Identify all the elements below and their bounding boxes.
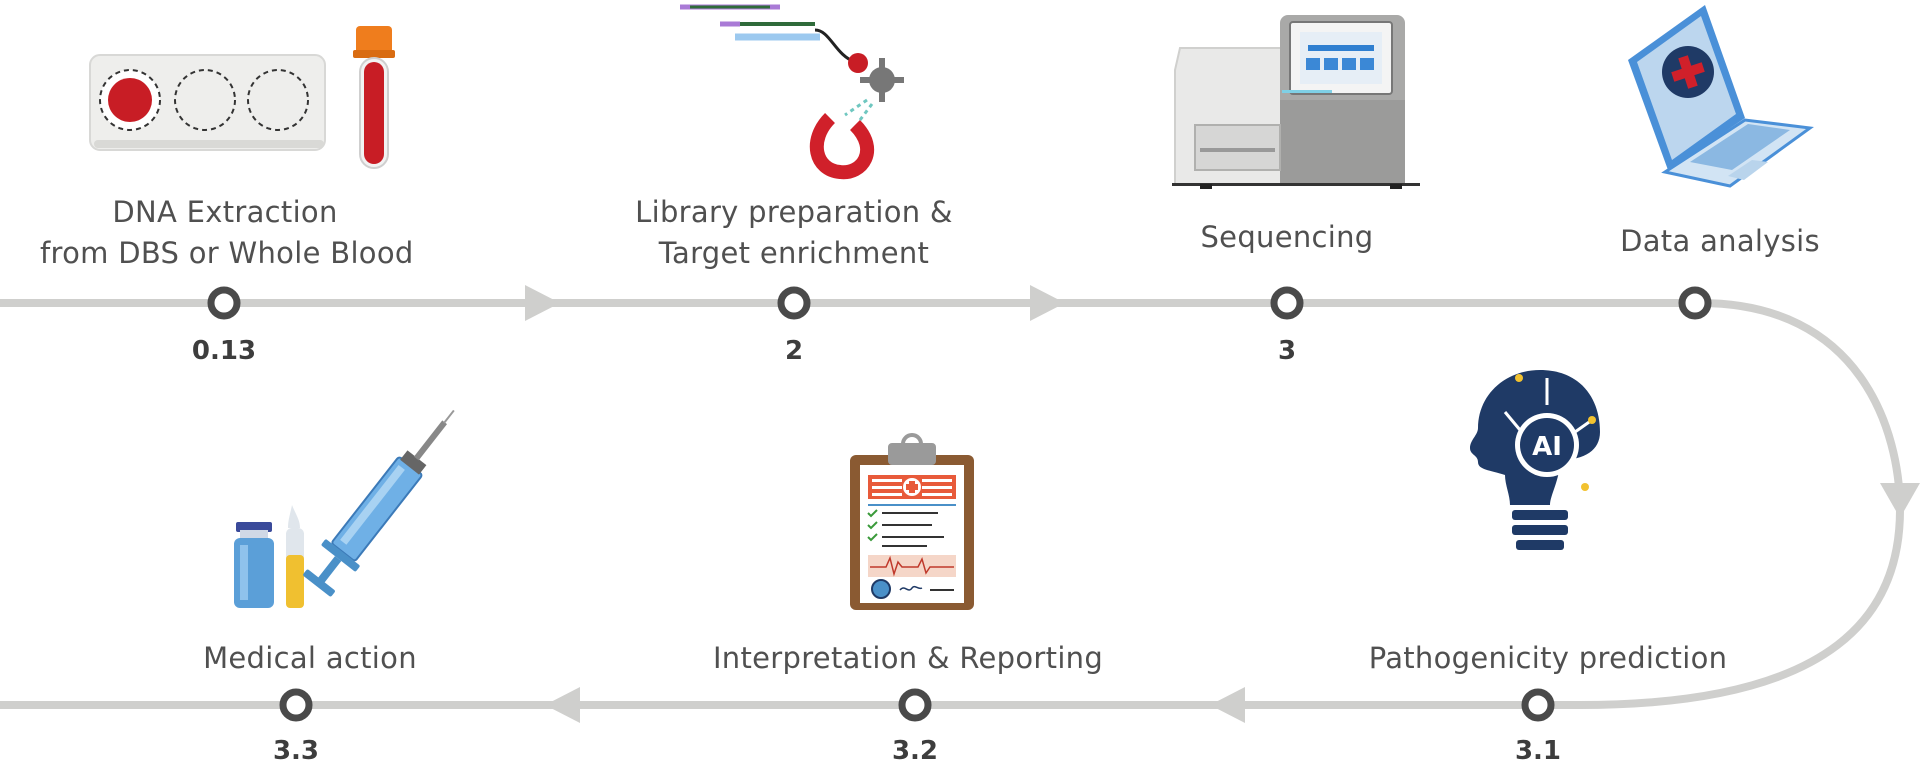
step-label-medical-action: Medical action xyxy=(150,638,470,679)
step-value: 3 xyxy=(1277,336,1297,366)
step-label-interpretation-reporting: Interpretation & Reporting xyxy=(698,638,1118,679)
step-label-line: Pathogenicity prediction xyxy=(1368,641,1728,675)
step-label-dna-extraction: DNA Extraction from DBS or Whole Blood xyxy=(40,192,414,274)
sequencer-icon xyxy=(1172,15,1420,189)
arrow-down xyxy=(1880,483,1920,518)
step-label-line: Library preparation & xyxy=(635,195,953,229)
node-7 xyxy=(279,688,313,722)
laptop-icon xyxy=(1628,5,1814,188)
step-label-data-analysis: Data analysis xyxy=(1560,221,1880,262)
arrow-left-1 xyxy=(1210,687,1245,723)
step-label-library-preparation: Library preparation & Target enrichment xyxy=(609,192,979,274)
step-label-line: Target enrichment xyxy=(658,236,930,270)
flow-nodes xyxy=(207,286,1712,722)
blood-sample-icon xyxy=(89,26,395,169)
step-label-line: Medical action xyxy=(203,641,417,675)
node-4 xyxy=(1678,286,1712,320)
node-2 xyxy=(777,286,811,320)
node-3 xyxy=(1270,286,1304,320)
step-value: 3.3 xyxy=(272,736,320,766)
magnetic-capture-icon xyxy=(680,4,904,180)
step-label-line: Sequencing xyxy=(1200,220,1374,254)
arrow-right-2 xyxy=(1030,285,1065,321)
step-label-sequencing: Sequencing xyxy=(1117,217,1457,258)
step-label-line: DNA Extraction xyxy=(112,195,338,229)
clipboard-report-icon xyxy=(850,433,974,610)
arrow-right-1 xyxy=(525,285,560,321)
node-6 xyxy=(898,688,932,722)
step-label-line: Data analysis xyxy=(1620,224,1820,258)
step-label-line: from DBS or Whole Blood xyxy=(40,236,414,270)
svg-text:AI: AI xyxy=(1532,432,1562,462)
ai-head-icon: AI xyxy=(1470,370,1600,550)
step-value: 2 xyxy=(784,336,804,366)
step-value: 3.2 xyxy=(891,736,939,766)
arrow-left-2 xyxy=(545,687,580,723)
step-label-pathogenicity-prediction: Pathogenicity prediction xyxy=(1338,638,1758,679)
step-value: 3.1 xyxy=(1514,736,1562,766)
node-5 xyxy=(1521,688,1555,722)
flow-arrows xyxy=(525,285,1920,723)
vial-syringe-icon xyxy=(234,409,455,608)
step-label-line: Interpretation & Reporting xyxy=(712,641,1104,675)
step-value: 0.13 xyxy=(191,336,257,366)
node-1 xyxy=(207,286,241,320)
